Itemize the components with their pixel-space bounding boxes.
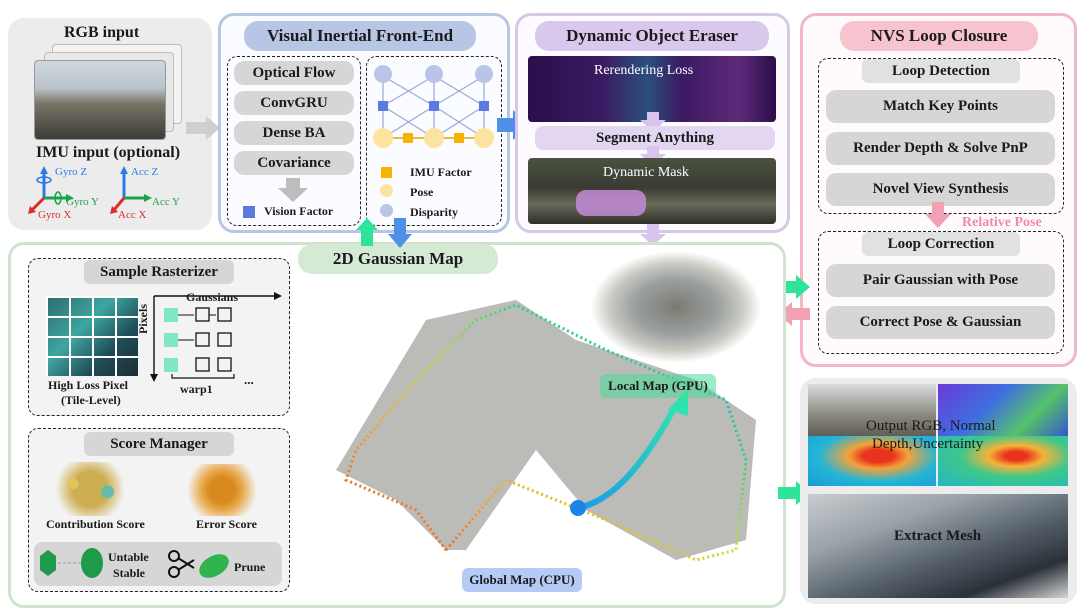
prune-label: Prune [234, 560, 266, 574]
rerender-loss-label: Rerendering Loss [594, 63, 694, 78]
dynamic-mask-label: Dynamic Mask [603, 165, 689, 180]
detection-item-match: Match Key Points [826, 90, 1055, 123]
pixels-label: Pixels [136, 304, 150, 334]
pose-swatch [380, 184, 393, 197]
output-depth-image [808, 436, 936, 486]
frontend-item-convgru: ConvGRU [234, 91, 354, 115]
vision-factor-swatch [243, 206, 255, 218]
output-rgb-image [808, 384, 936, 436]
detection-item-nvs: Novel View Synthesis [826, 173, 1055, 206]
arrow-map-to-loop [778, 275, 810, 299]
warp-label: warp1 [180, 382, 213, 396]
frontend-factor-graph-box [366, 56, 502, 226]
arrow-down-rerender [640, 112, 666, 132]
correction-item-pair: Pair Gaussian with Pose [826, 264, 1055, 297]
trajectory-map [336, 300, 756, 562]
frontend-title: Visual Inertial Front-End [244, 21, 476, 51]
untable-label: Untable [108, 550, 149, 564]
correction-item-correct: Correct Pose & Gaussian [826, 306, 1055, 339]
dynamic-mask-image [528, 158, 776, 224]
contribution-scatter [38, 462, 154, 516]
eraser-title: Dynamic Object Eraser [535, 21, 769, 51]
output-rgb-normal-label: Output RGB, Normal [866, 418, 996, 434]
gaussians-pixels-grid [150, 292, 282, 382]
legend-disparity: Disparity [410, 205, 458, 219]
imu-input-label: IMU input (optional) [36, 144, 181, 161]
loop-correction-box [818, 231, 1064, 354]
sample-rasterizer-title: Sample Rasterizer [84, 260, 234, 284]
mesh-image [808, 494, 1068, 598]
loop-detection-title: Loop Detection [862, 59, 1020, 83]
arrow-down-segment [640, 146, 666, 166]
ellipsis-label: ... [244, 372, 254, 387]
acc-x-label: Acc X [118, 209, 147, 221]
frontend-item-dense-ba: Dense BA [234, 121, 354, 145]
factor-graph [373, 65, 494, 148]
tile-level-label: (Tile-Level) [61, 393, 121, 407]
loop-title: NVS Loop Closure [840, 21, 1038, 51]
legend-imu-factor: IMU Factor [410, 165, 472, 179]
error-label: Error Score [196, 517, 257, 531]
frontend-item-optical-flow: Optical Flow [234, 61, 354, 85]
gyro-z-label: Gyro Z [55, 166, 88, 178]
arrow-map-to-frontend [356, 218, 378, 246]
output-uncertainty-image [938, 436, 1068, 486]
gyro-y-label: Gyro Y [66, 196, 99, 208]
detection-item-render: Render Depth & Solve PnP [826, 132, 1055, 165]
acc-y-label: Acc Y [152, 196, 180, 208]
rgb-frame-image [34, 60, 166, 140]
imu-factor-swatch [381, 167, 392, 178]
loop-correction-title: Loop Correction [862, 232, 1020, 256]
frontend-left-box [227, 56, 361, 226]
stable-label: Stable [113, 566, 146, 580]
frontend-item-covariance: Covariance [234, 151, 354, 175]
error-scatter [170, 464, 274, 516]
stable-gaussian-icon [40, 548, 103, 578]
contribution-label: Contribution Score [46, 517, 145, 531]
legend-pose: Pose [410, 185, 434, 199]
relative-pose-label: Relative Pose [962, 215, 1042, 230]
extract-mesh-label: Extract Mesh [894, 528, 982, 544]
gyro-x-label: Gyro X [38, 209, 72, 221]
local-map-label: Local Map (GPU) [600, 374, 716, 398]
gyro-axes-icon [28, 166, 74, 214]
rgb-input-label: RGB input [64, 24, 140, 41]
score-manager-title: Score Manager [84, 432, 234, 456]
output-depth-unc-label: Depth,Uncertainty [872, 436, 984, 452]
acc-axes-icon [110, 166, 152, 214]
prune-scissors-icon [168, 550, 229, 578]
local-map-photo [592, 252, 760, 362]
arrow-eraser-to-map [640, 224, 666, 246]
arrow-loop-to-map [778, 302, 810, 326]
high-loss-label: High Loss Pixel [48, 378, 129, 392]
arrow-input-to-frontend [186, 116, 220, 140]
arrow-down-covariance [278, 178, 308, 202]
stability-bar [34, 542, 282, 586]
disparity-swatch [380, 204, 393, 217]
vision-factor-label: Vision Factor [264, 204, 334, 218]
global-map-label: Global Map (CPU) [462, 568, 582, 592]
rerender-loss-image [528, 56, 776, 122]
arrow-detection-to-correction [925, 202, 951, 228]
output-normal-image [938, 384, 1068, 436]
gaussians-label: Gaussians [186, 290, 239, 304]
gaussian-map-title: 2D Gaussian Map [298, 244, 498, 274]
high-loss-grid-image [46, 296, 138, 376]
arrow-frontend-to-map [388, 218, 412, 248]
acc-z-label: Acc Z [131, 166, 159, 178]
